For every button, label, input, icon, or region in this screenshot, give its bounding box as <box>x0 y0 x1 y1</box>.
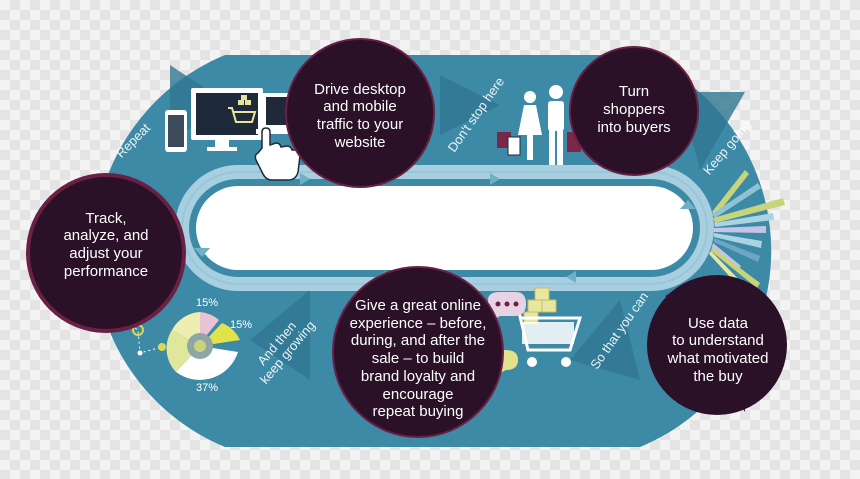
donut-pct-top: 15% <box>196 297 218 309</box>
step-give-text: Give a great online experience – before,… <box>338 296 498 422</box>
donut-pct-bottom: 37% <box>196 382 218 394</box>
inner-loop-hole <box>196 186 693 270</box>
step-turn-text: Turn shoppers into buyers <box>584 80 684 140</box>
donut-pct-right: 15% <box>230 319 252 331</box>
step-track-text: Track, analyze, and adjust your performa… <box>48 202 164 288</box>
step-drive-text: Drive desktop and mobile traffic to your… <box>295 70 425 162</box>
step-use-text: Use data to understand what motivated th… <box>656 312 780 388</box>
